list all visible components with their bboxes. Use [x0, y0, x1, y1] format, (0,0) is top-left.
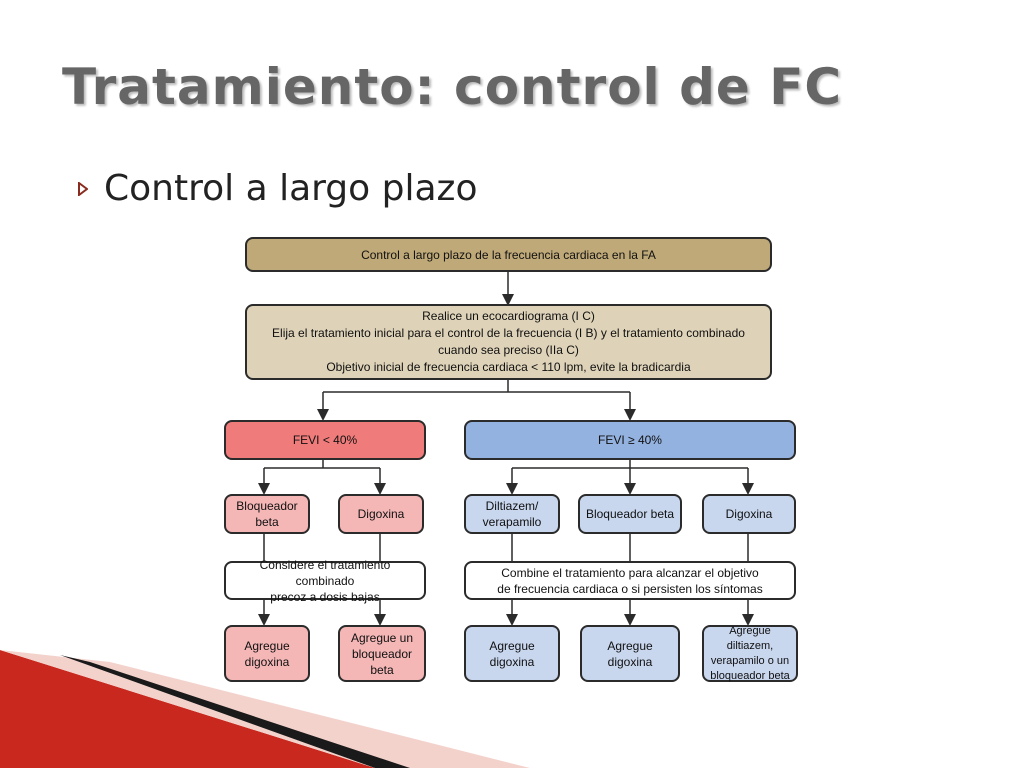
node-left-option-2: Digoxina	[338, 494, 424, 534]
node-right-option-2: Bloqueador beta	[578, 494, 682, 534]
swoosh-dark-band	[60, 655, 410, 768]
node-initial-treatment: Realice un ecocardiograma (I C) Elija el…	[245, 304, 772, 380]
bullet-text: Control a largo plazo	[104, 168, 478, 209]
node-right-add-1: Agregue digoxina	[464, 625, 560, 682]
bullet-item: Control a largo plazo	[78, 168, 477, 209]
node-right-option-1: Diltiazem/ verapamilo	[464, 494, 560, 534]
node-right-combine: Combine el tratamiento para alcanzar el …	[464, 561, 796, 600]
node-left-add-1: Agregue digoxina	[224, 625, 310, 682]
node-right-add-2: Agregue digoxina	[580, 625, 680, 682]
node-left-add-2: Agregue un bloqueador beta	[338, 625, 426, 682]
slide-title: Tratamiento: control de FC	[62, 58, 843, 116]
node-right-header: FEVI ≥ 40%	[464, 420, 796, 460]
node-left-header: FEVI < 40%	[224, 420, 426, 460]
triangle-right-icon	[78, 181, 88, 196]
node-top: Control a largo plazo de la frecuencia c…	[245, 237, 772, 272]
node-left-option-1: Bloqueador beta	[224, 494, 310, 534]
node-left-combine: Considere el tratamiento combinado preco…	[224, 558, 426, 604]
node-right-add-3: Agregue diltiazem, verapamilo o un bloqu…	[702, 625, 798, 682]
node-right-option-3: Digoxina	[702, 494, 796, 534]
